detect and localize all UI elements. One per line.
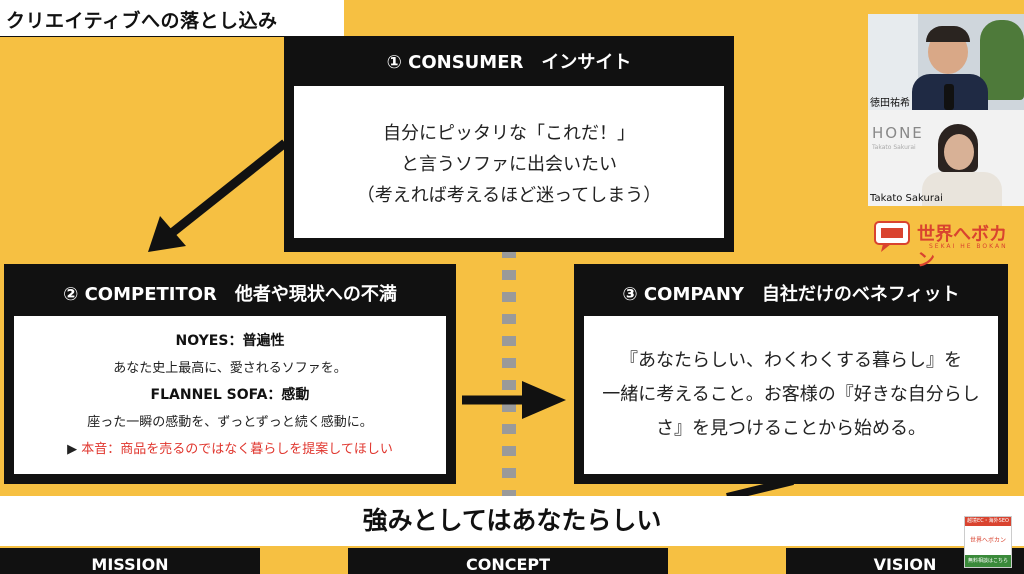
guest-face <box>944 134 974 170</box>
host-hair <box>926 26 970 42</box>
tab-vision-label: VISION <box>873 555 937 574</box>
company-line-2: 一緒に考えること。お客様の『好きな自分らし <box>602 384 980 405</box>
competitor-card: NOYES：普遍性 あなた史上最高に、愛されるソファを。 FLANNEL SOF… <box>14 316 446 474</box>
honne-line: ▶ 本音：商品を売るのではなく暮らしを提案してほしい <box>14 436 446 463</box>
noyes-heading: NOYES：普遍性 <box>175 333 285 349</box>
company-title: ③ COMPANY 自社だけのベネフィット <box>622 284 960 305</box>
noyes-copy: あなた史上最高に、愛されるソファを。 <box>113 361 347 376</box>
flannel-copy: 座った一瞬の感動を、ずっとずっと続く感動に。 <box>87 415 373 430</box>
consumer-line-2: と言うソファに出会いたい <box>401 154 617 175</box>
subtitle-text: 強みとしてはあなたらしい <box>362 506 662 535</box>
consumer-card: 自分にピッタリな「これだ！」 と言うソファに出会いたい （考えれば考えるほど迷っ… <box>294 86 724 238</box>
microphone-icon <box>944 84 954 110</box>
brand-romaji: SEKAI HE BOKAN <box>929 243 1008 250</box>
consumer-line-1: 自分にピッタリな「これだ！」 <box>383 123 635 144</box>
guest-name: Takato Sakurai <box>870 193 943 204</box>
honne-text: 本音：商品を売るのではなく暮らしを提案してほしい <box>81 442 393 457</box>
arrowhead-competitor <box>148 216 186 252</box>
arrow-consumer-to-competitor <box>165 139 288 240</box>
competitor-title: ② COMPETITOR 他者や現状への不満 <box>63 284 397 305</box>
triangle-marker-icon: ▶ <box>67 442 78 457</box>
arrowhead-company <box>522 381 566 419</box>
speech-bubble-logo-icon <box>874 221 910 252</box>
hone-logo-sub: Takato Sakurai <box>872 144 916 151</box>
consumer-title: ① CONSUMER インサイト <box>386 52 632 73</box>
host-name: 徳田祐希 <box>870 98 910 109</box>
company-line-3: さ』を見つけることから始める。 <box>656 418 926 439</box>
section-title-tag: クリエイティブへの落とし込み <box>0 0 344 37</box>
section-title: クリエイティブへの落とし込み <box>6 10 278 32</box>
window-backdrop <box>868 14 918 110</box>
badge-mid: 世界へボカン <box>969 537 1006 544</box>
consumer-line-3: （考えれば考えるほど迷ってしまう） <box>356 185 662 206</box>
tab-concept-label: CONCEPT <box>465 555 551 574</box>
company-line-1: 『あなたらしい、わくわくする暮らし』を <box>620 350 962 371</box>
guest-shirt <box>922 172 1002 206</box>
brand-name: 世界へボカン <box>917 224 1007 271</box>
badge-top: 越境EC・海外SEO <box>965 517 1011 526</box>
consultation-badge[interactable]: 越境EC・海外SEO 世界へボカン 無料相談はこちら <box>964 516 1012 568</box>
subtitle-band: 強みとしてはあなたらしい <box>0 496 1024 546</box>
flannel-heading: FLANNEL SOFA：感動 <box>150 387 310 403</box>
video-tile-guest[interactable]: HONE Takato Sakurai Takato Sakurai <box>868 110 1024 206</box>
company-card: 『あなたらしい、わくわくする暮らし』を 一緒に考えること。お客様の『好きな自分ら… <box>584 316 998 474</box>
tab-concept: CONCEPT <box>348 548 668 574</box>
center-divider <box>502 248 516 568</box>
competitor-panel: ② COMPETITOR 他者や現状への不満 NOYES：普遍性 あなた史上最高… <box>4 264 456 484</box>
company-panel: ③ COMPANY 自社だけのベネフィット 『あなたらしい、わくわくする暮らし』… <box>574 264 1008 484</box>
hone-logo: HONE <box>872 124 924 142</box>
tab-mission-label: MISSION <box>91 555 169 574</box>
tab-mission: MISSION <box>0 548 260 574</box>
brand-logo: 世界へボカン SEKAI HE BOKAN <box>873 218 1024 271</box>
consumer-panel: ① CONSUMER インサイト 自分にピッタリな「これだ！」 と言うソファに出… <box>284 36 734 252</box>
badge-bottom: 無料相談はこちら <box>965 555 1011 567</box>
video-tile-host[interactable]: 徳田祐希 <box>868 14 1024 110</box>
